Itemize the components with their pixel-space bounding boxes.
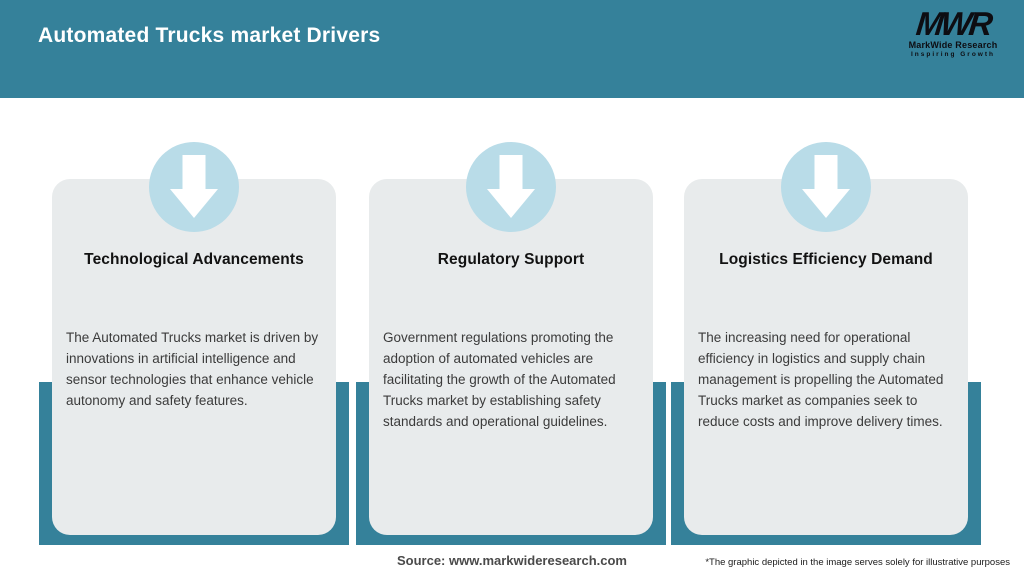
driver-card: Logistics Efficiency Demand The increasi…: [684, 179, 968, 535]
driver-card: Technological Advancements The Automated…: [52, 179, 336, 535]
card-body-text: The Automated Trucks market is driven by…: [66, 330, 319, 408]
card-title: Regulatory Support: [437, 251, 585, 268]
card-body-text: The increasing need for operational effi…: [698, 330, 944, 429]
source-attribution: Source: www.markwideresearch.com: [396, 553, 627, 568]
logo-tagline: Inspiring Growth: [911, 51, 995, 58]
down-arrow-icon: [149, 142, 239, 232]
markwide-research-logo: MWR MarkWide Research Inspiring Growth: [898, 5, 1008, 58]
down-arrow-icon: [466, 142, 556, 232]
header-band: Automated Trucks market Drivers MWR Mark…: [0, 0, 1024, 98]
logo-name: MarkWide Research: [908, 40, 998, 50]
down-arrow-icon: [781, 142, 871, 232]
disclaimer-note: *The graphic depicted in the image serve…: [705, 557, 1010, 568]
card-title: Logistics Efficiency Demand: [719, 251, 933, 268]
page-title: Automated Trucks market Drivers: [38, 24, 381, 47]
driver-card: Regulatory Support Government regulation…: [369, 179, 653, 535]
card-body-text: Government regulations promoting the ado…: [383, 330, 616, 429]
card-title: Technological Advancements: [84, 251, 304, 268]
logo-monogram: MWR: [914, 5, 992, 42]
